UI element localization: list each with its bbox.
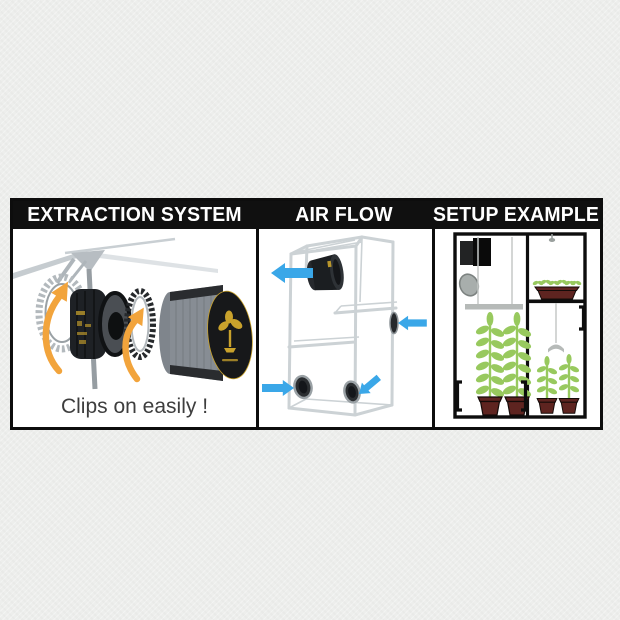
wall-vent-icon	[579, 305, 586, 331]
exhaust-fan-icon	[306, 254, 344, 291]
panel-extraction-system: Clips on easily !	[13, 229, 256, 427]
extraction-illustration	[13, 237, 253, 390]
panel-setup-example	[432, 229, 600, 427]
arrow-down-left-icon	[359, 374, 381, 394]
wall-vent-icon	[455, 380, 462, 412]
airflow-illustration	[262, 235, 427, 417]
board-panels: Clips on easily !	[13, 229, 600, 427]
ceiling-bracket-icon	[13, 237, 218, 285]
panel-title-airflow: AIR FLOW	[295, 203, 393, 226]
carbon-filter-box-icon	[460, 238, 491, 266]
hanger-icon	[548, 234, 556, 242]
side-vent-icon	[389, 311, 399, 335]
arrow-left-icon	[271, 263, 313, 283]
arrow-right-icon	[262, 380, 294, 396]
intake-vent-icon	[343, 380, 361, 404]
intake-vent-icon	[293, 374, 313, 400]
fan-label	[76, 311, 91, 344]
info-board: EXTRACTION SYSTEM AIR FLOW SETUP EXAMPLE	[10, 198, 603, 430]
seedling-tray	[532, 279, 582, 300]
small-lamp-icon	[548, 344, 564, 353]
curved-arrow-up-icon	[122, 307, 144, 383]
curved-arrow-up-icon	[42, 281, 68, 375]
wall-vent-icon	[521, 380, 528, 412]
panel-title-setup: SETUP EXAMPLE	[432, 203, 600, 226]
filter-logo-icon	[218, 310, 243, 362]
grow-light-bar	[465, 304, 523, 310]
board-header: EXTRACTION SYSTEM AIR FLOW SETUP EXAMPLE	[13, 201, 600, 229]
setup-illustration	[453, 232, 587, 419]
shelf	[528, 299, 585, 304]
carbon-filter-icon	[159, 285, 253, 381]
panel-air-flow	[256, 229, 432, 427]
arrow-left-icon	[398, 315, 427, 331]
extraction-caption: Clips on easily !	[60, 395, 209, 418]
panel-title-extraction: EXTRACTION SYSTEM	[27, 203, 242, 226]
inline-fan-icon	[70, 289, 132, 359]
